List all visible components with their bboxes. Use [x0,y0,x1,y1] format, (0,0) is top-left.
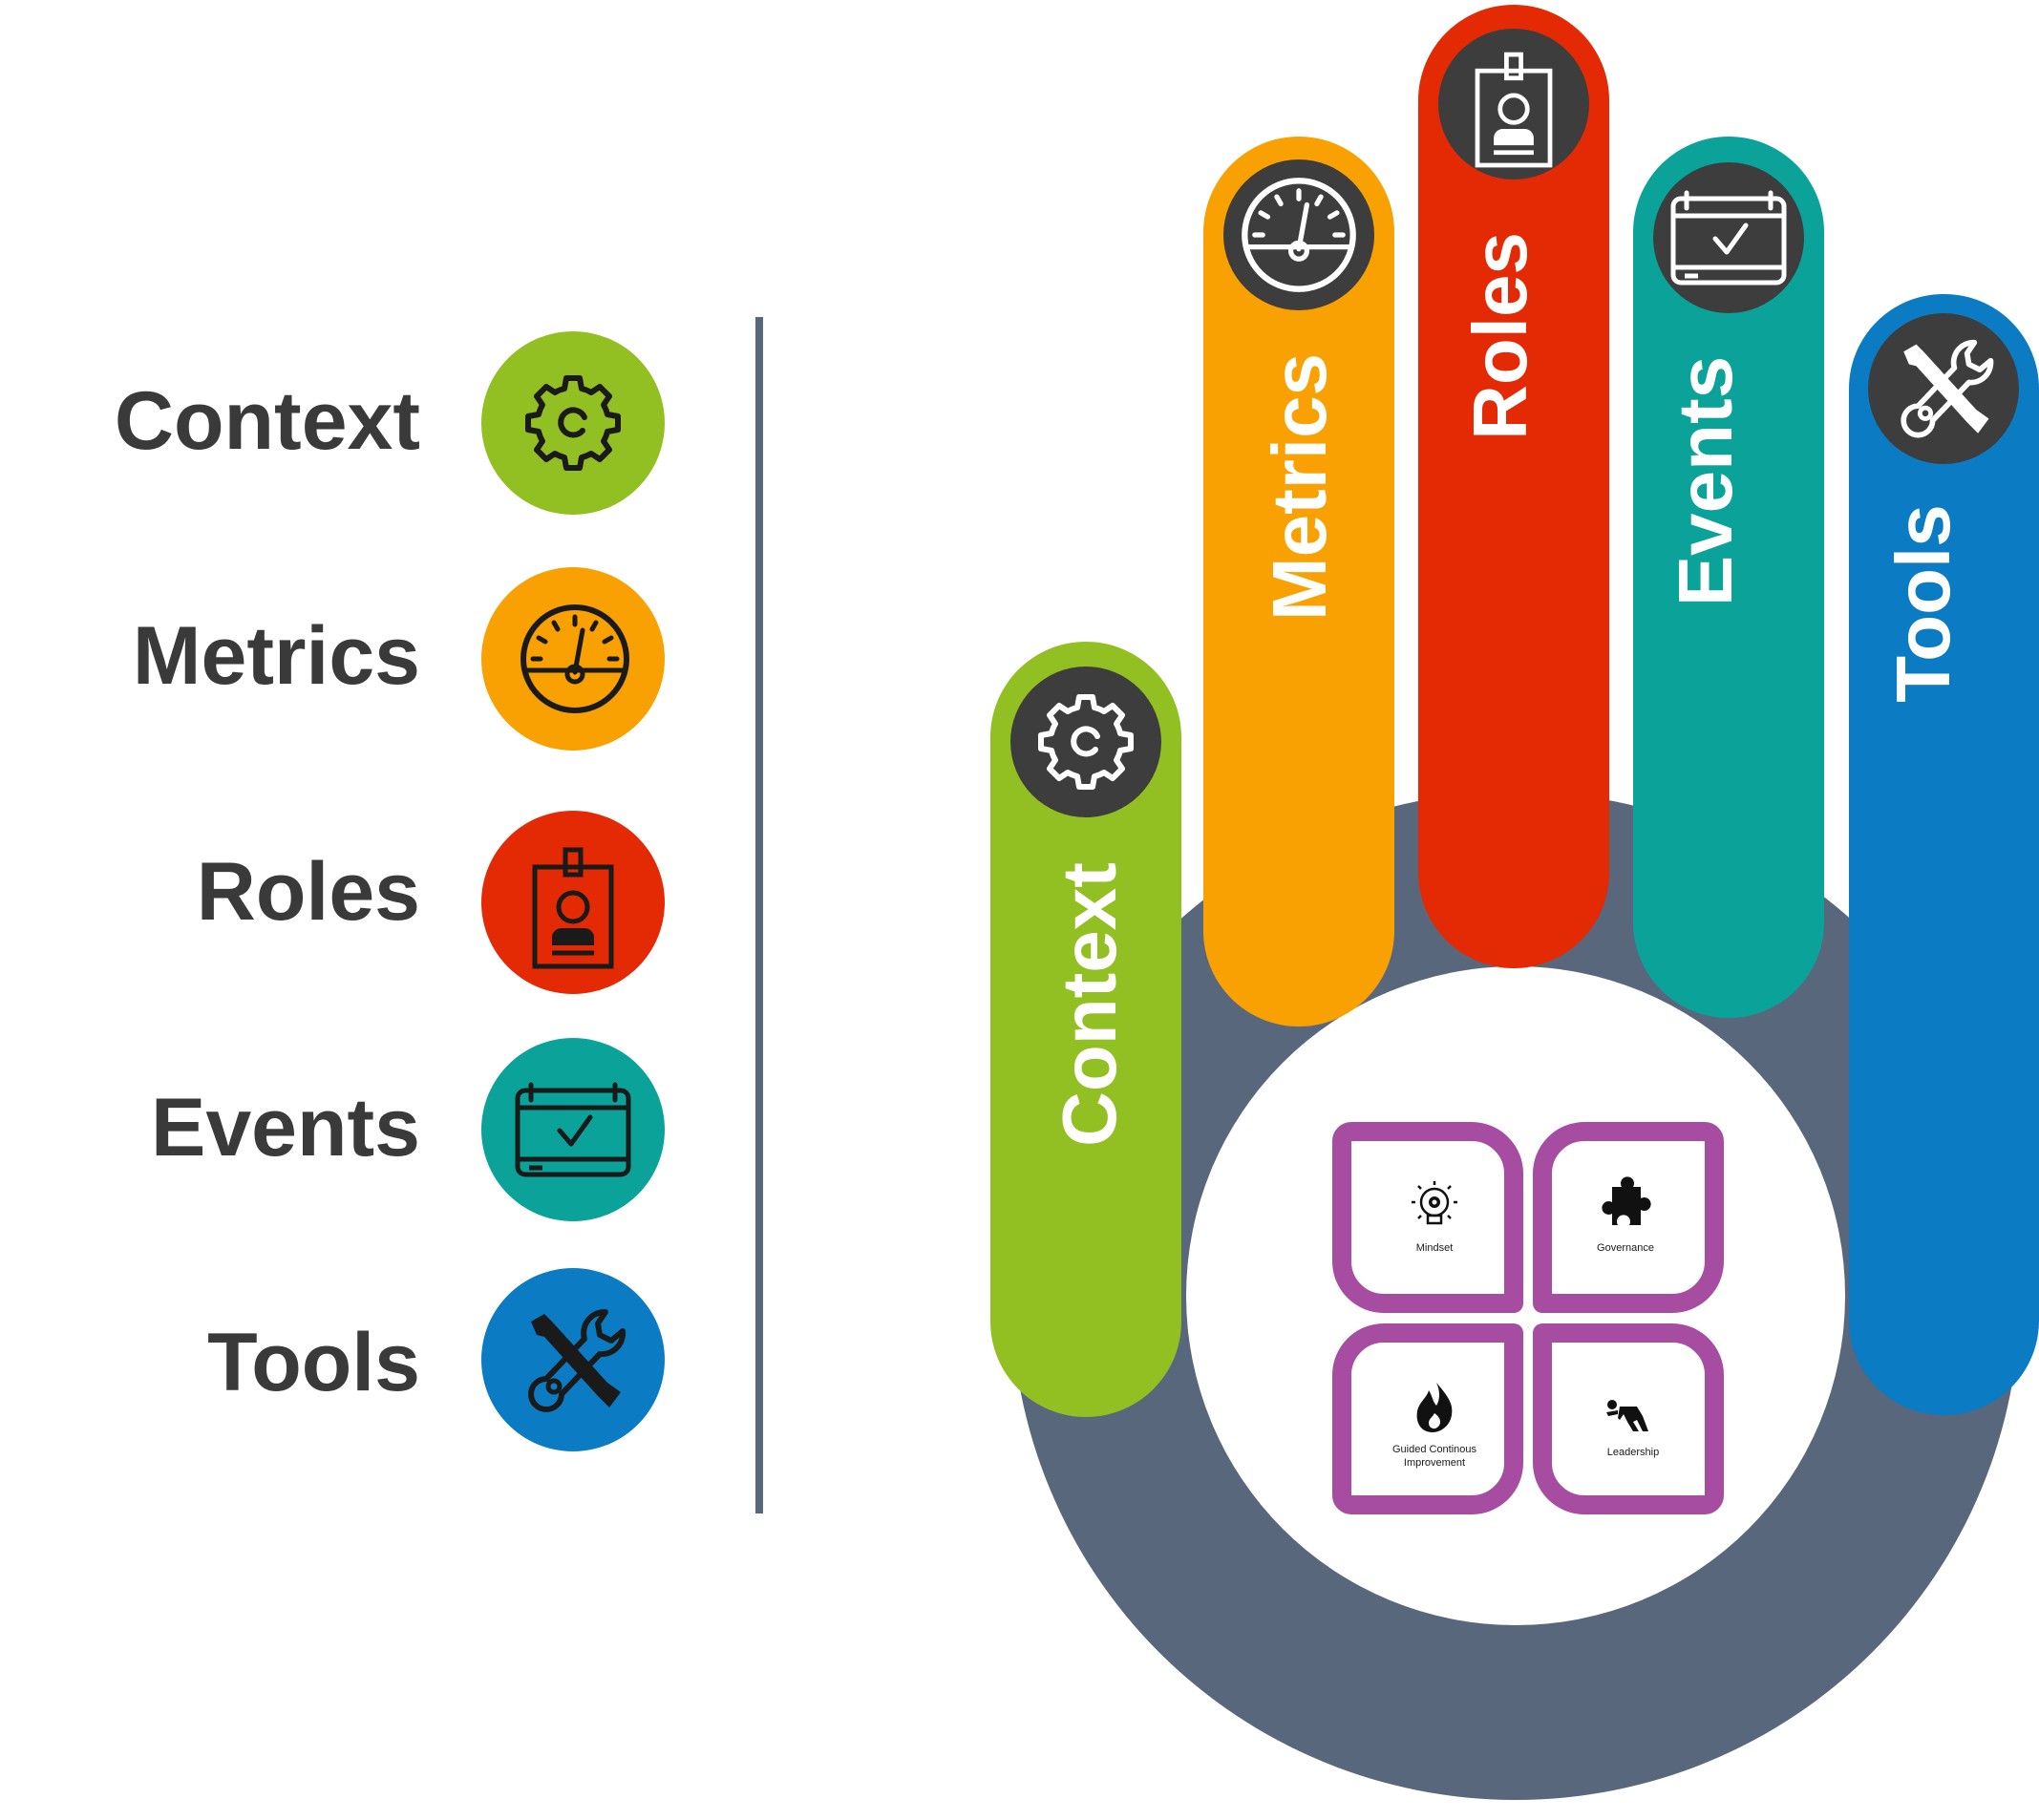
legend-disc-events [481,1038,665,1221]
finger-tools-bar [1849,294,2039,1415]
finger-label-context: Context [1047,862,1132,1147]
legend-item-metrics: Metrics [133,567,665,751]
legend-item-tools: Tools [207,1268,665,1451]
legend-label-tools: Tools [207,1317,420,1408]
finger-roles: Roles [1418,5,1609,968]
legend-label-events: Events [151,1082,420,1174]
legend-disc-roles [481,811,665,994]
center-tiles: Mindset Governance Guided Continous Impr… [1332,1122,1724,1514]
finger-roles-icon-disc [1438,29,1589,180]
tile-label-mindset: Mindset [1416,1242,1454,1254]
finger-events: Events [1633,137,1824,1018]
legend-item-events: Events [151,1038,665,1221]
tile-mindset: Mindset [1332,1122,1523,1313]
tile-label-leadership: Leadership [1607,1447,1659,1458]
tile-leadership: Leadership [1533,1323,1724,1514]
finger-context: Context [990,642,1181,1417]
finger-metrics-bar [1203,137,1394,1026]
legend: Context Metrics Roles Events Tools [115,331,665,1451]
tile-label-guided-line2: Improvement [1404,1457,1465,1469]
finger-label-tools: Tools [1880,504,1965,702]
legend-label-context: Context [115,375,420,467]
hand: Metrics Roles Events Tools Context [990,5,2039,1800]
finger-events-bar [1633,137,1824,1018]
finger-context-bar [990,642,1181,1417]
finger-metrics: Metrics [1203,137,1394,1026]
finger-label-metrics: Metrics [1257,353,1342,621]
legend-item-roles: Roles [197,811,665,994]
legend-item-context: Context [115,331,665,515]
tile-governance: Governance [1533,1122,1724,1313]
tile-label-governance: Governance [1597,1242,1654,1254]
legend-disc-context [481,331,665,515]
finger-tools: Tools [1849,294,2039,1415]
finger-roles-bar [1418,5,1609,968]
finger-events-icon-disc [1653,162,1804,313]
legend-label-roles: Roles [197,846,420,938]
legend-label-metrics: Metrics [133,610,420,702]
finger-label-roles: Roles [1457,232,1542,440]
tile-governance-frame [1533,1122,1724,1313]
finger-label-events: Events [1663,356,1748,606]
tile-label-guided-line1: Guided Continous [1392,1444,1477,1455]
tile-guided-improvement: Guided Continous Improvement [1332,1323,1523,1514]
legend-disc-metrics [481,567,665,751]
finger-context-icon-disc [1010,667,1161,817]
